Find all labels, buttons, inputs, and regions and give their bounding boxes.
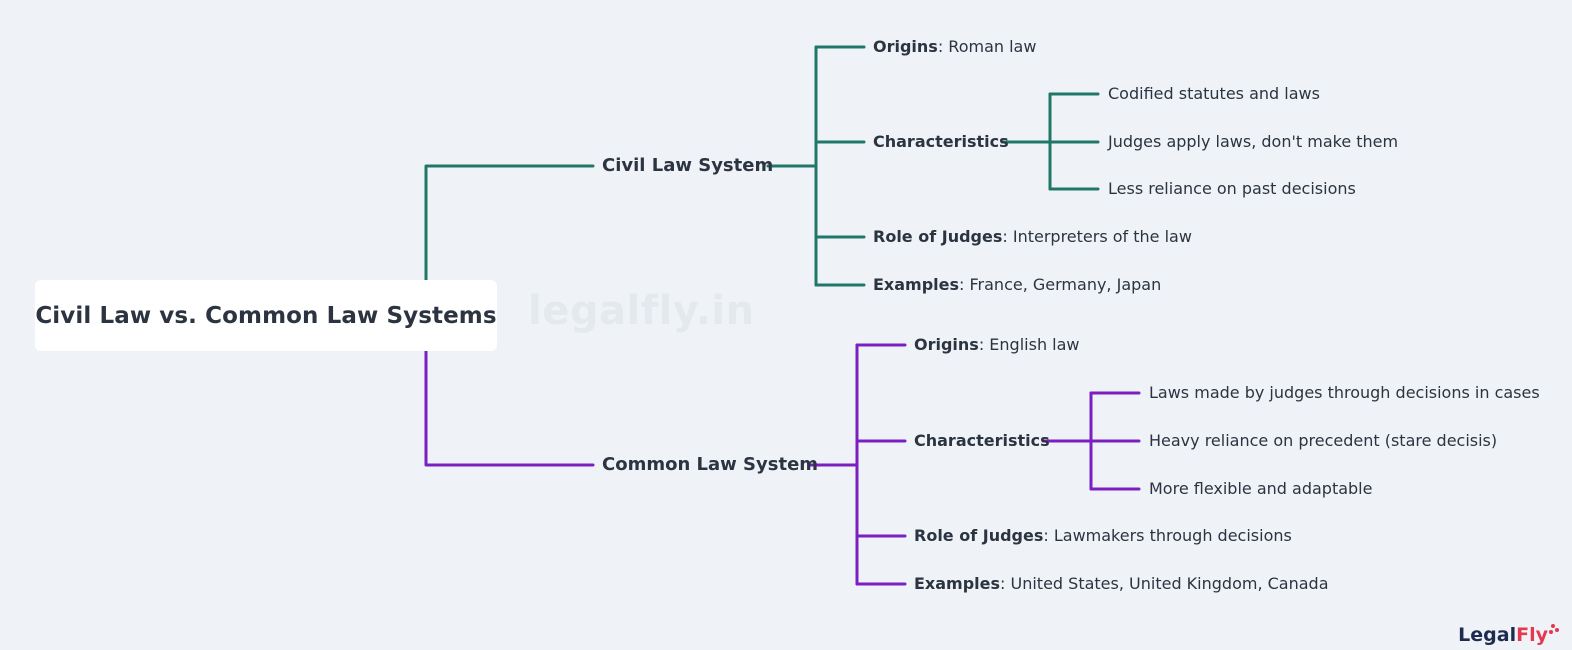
- logo-text-fly: Fly: [1516, 624, 1548, 646]
- common-role-node: Role of Judges: Lawmakers through decisi…: [914, 526, 1292, 546]
- civil-examples-key: Examples: [873, 275, 960, 294]
- common-origins-key: Origins: [914, 335, 979, 354]
- common-connectors: [424, 343, 1141, 586]
- common-characteristic-item: More flexible and adaptable: [1149, 479, 1373, 498]
- common-characteristic-item: Laws made by judges through decisions in…: [1149, 383, 1540, 402]
- common-origins-value: : English law: [978, 335, 1080, 354]
- common-origins-node: Origins: English law: [914, 335, 1080, 355]
- common-role-value: : Lawmakers through decisions: [1043, 526, 1292, 545]
- logo-text-legal: Legal: [1458, 624, 1517, 646]
- civil-origins-key: Origins: [873, 37, 938, 56]
- civil-origins-value: : Roman law: [937, 37, 1037, 56]
- common-examples-key: Examples: [914, 574, 1001, 593]
- civil-origins-node: Origins: Roman law: [873, 37, 1036, 57]
- common-examples-node: Examples: United States, United Kingdom,…: [914, 574, 1329, 594]
- root-node: Civil Law vs. Common Law Systems: [35, 280, 497, 351]
- civil-connectors: [424, 45, 1100, 287]
- civil-characteristics-key: Characteristics: [873, 132, 1009, 151]
- common-characteristic-item: Heavy reliance on precedent (stare decis…: [1149, 431, 1498, 450]
- civil-role-value: : Interpreters of the law: [1002, 227, 1192, 246]
- common-examples-value: : United States, United Kingdom, Canada: [1000, 574, 1329, 593]
- legalfly-logo: LegalFly: [1458, 624, 1559, 646]
- root-to-common-connector: [424, 349, 595, 467]
- civil-characteristic-item: Less reliance on past decisions: [1108, 179, 1356, 198]
- common-role-key: Role of Judges: [914, 526, 1044, 545]
- logo-mark-icon: [1548, 624, 1559, 640]
- common-characteristics-node: Characteristics: [914, 431, 1050, 451]
- common-characteristics-key: Characteristics: [914, 431, 1050, 450]
- civil-examples-node: Examples: France, Germany, Japan: [873, 275, 1161, 295]
- civil-examples-value: : France, Germany, Japan: [959, 275, 1162, 294]
- civil-characteristics-node: Characteristics: [873, 132, 1009, 152]
- common-law-node: Common Law System: [602, 454, 819, 475]
- watermark: legalfly.in: [528, 288, 755, 334]
- civil-characteristic-item: Codified statutes and laws: [1108, 84, 1320, 103]
- civil-role-key: Role of Judges: [873, 227, 1003, 246]
- civil-characteristic-item: Judges apply laws, don't make them: [1108, 132, 1399, 151]
- root-title: Civil Law vs. Common Law Systems: [35, 302, 497, 329]
- civil-role-node: Role of Judges: Interpreters of the law: [873, 227, 1192, 247]
- civil-law-node: Civil Law System: [602, 155, 774, 176]
- root-to-civil-connector: [424, 164, 595, 282]
